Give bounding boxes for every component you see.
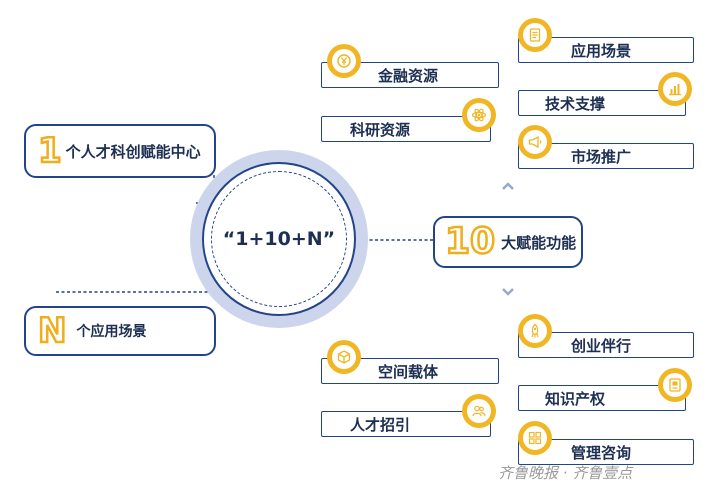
ten-funcs-box: 10 大赋能功能 [433,216,583,268]
document-icon [518,18,552,52]
connector-n-scene [55,282,215,293]
pill-label: 空间载体 [378,362,439,381]
n-number: N [37,311,68,351]
pill-label: 科研资源 [350,120,411,139]
people-icon [462,394,496,428]
pill-research-resource: 科研资源 [321,116,491,142]
pill-label: 知识产权 [545,389,606,408]
pill-label: 市场推广 [571,147,632,166]
pill-label: 创业伴行 [571,336,632,355]
center-text: “1+10+N” [222,228,336,250]
grid-icon [518,421,552,455]
atom-icon [462,98,496,132]
pill-label: 人才招引 [350,415,411,434]
pill-startup-companion: 创业伴行 [518,332,694,358]
cube-icon [327,340,361,374]
watermark: 齐鲁晚报 · 齐鲁壹点 [498,464,633,482]
rocket-icon [518,314,552,348]
center-halo: “1+10+N” [190,150,368,328]
pill-label: 金融资源 [378,66,439,85]
pill-label: 技术支撑 [545,94,606,113]
ten-funcs-label: 大赋能功能 [501,233,577,252]
one-center-label: 个人才科创赋能中心 [65,142,201,161]
megaphone-icon [518,125,552,159]
certificate-icon [658,368,692,402]
pill-market-promotion: 市场推广 [518,143,694,169]
chevron-up-icon [502,182,514,190]
ten-number: 10 [444,221,497,262]
yen-coin-icon [327,44,361,78]
n-scene-label: 个应用场景 [76,324,147,340]
center-core: “1+10+N” [211,171,347,307]
center-ring: “1+10+N” [202,162,356,316]
n-scene-box: N 个应用场景 [24,306,216,356]
bar-chart-icon [658,72,692,106]
pill-label: 管理咨询 [571,443,632,462]
pill-label: 应用场景 [571,41,632,60]
pill-space-carrier: 空间载体 [321,358,499,384]
one-center-box: 1 个人才科创赋能中心 [24,124,216,178]
chevron-down-icon [502,288,514,296]
one-number: 1 [37,131,63,171]
